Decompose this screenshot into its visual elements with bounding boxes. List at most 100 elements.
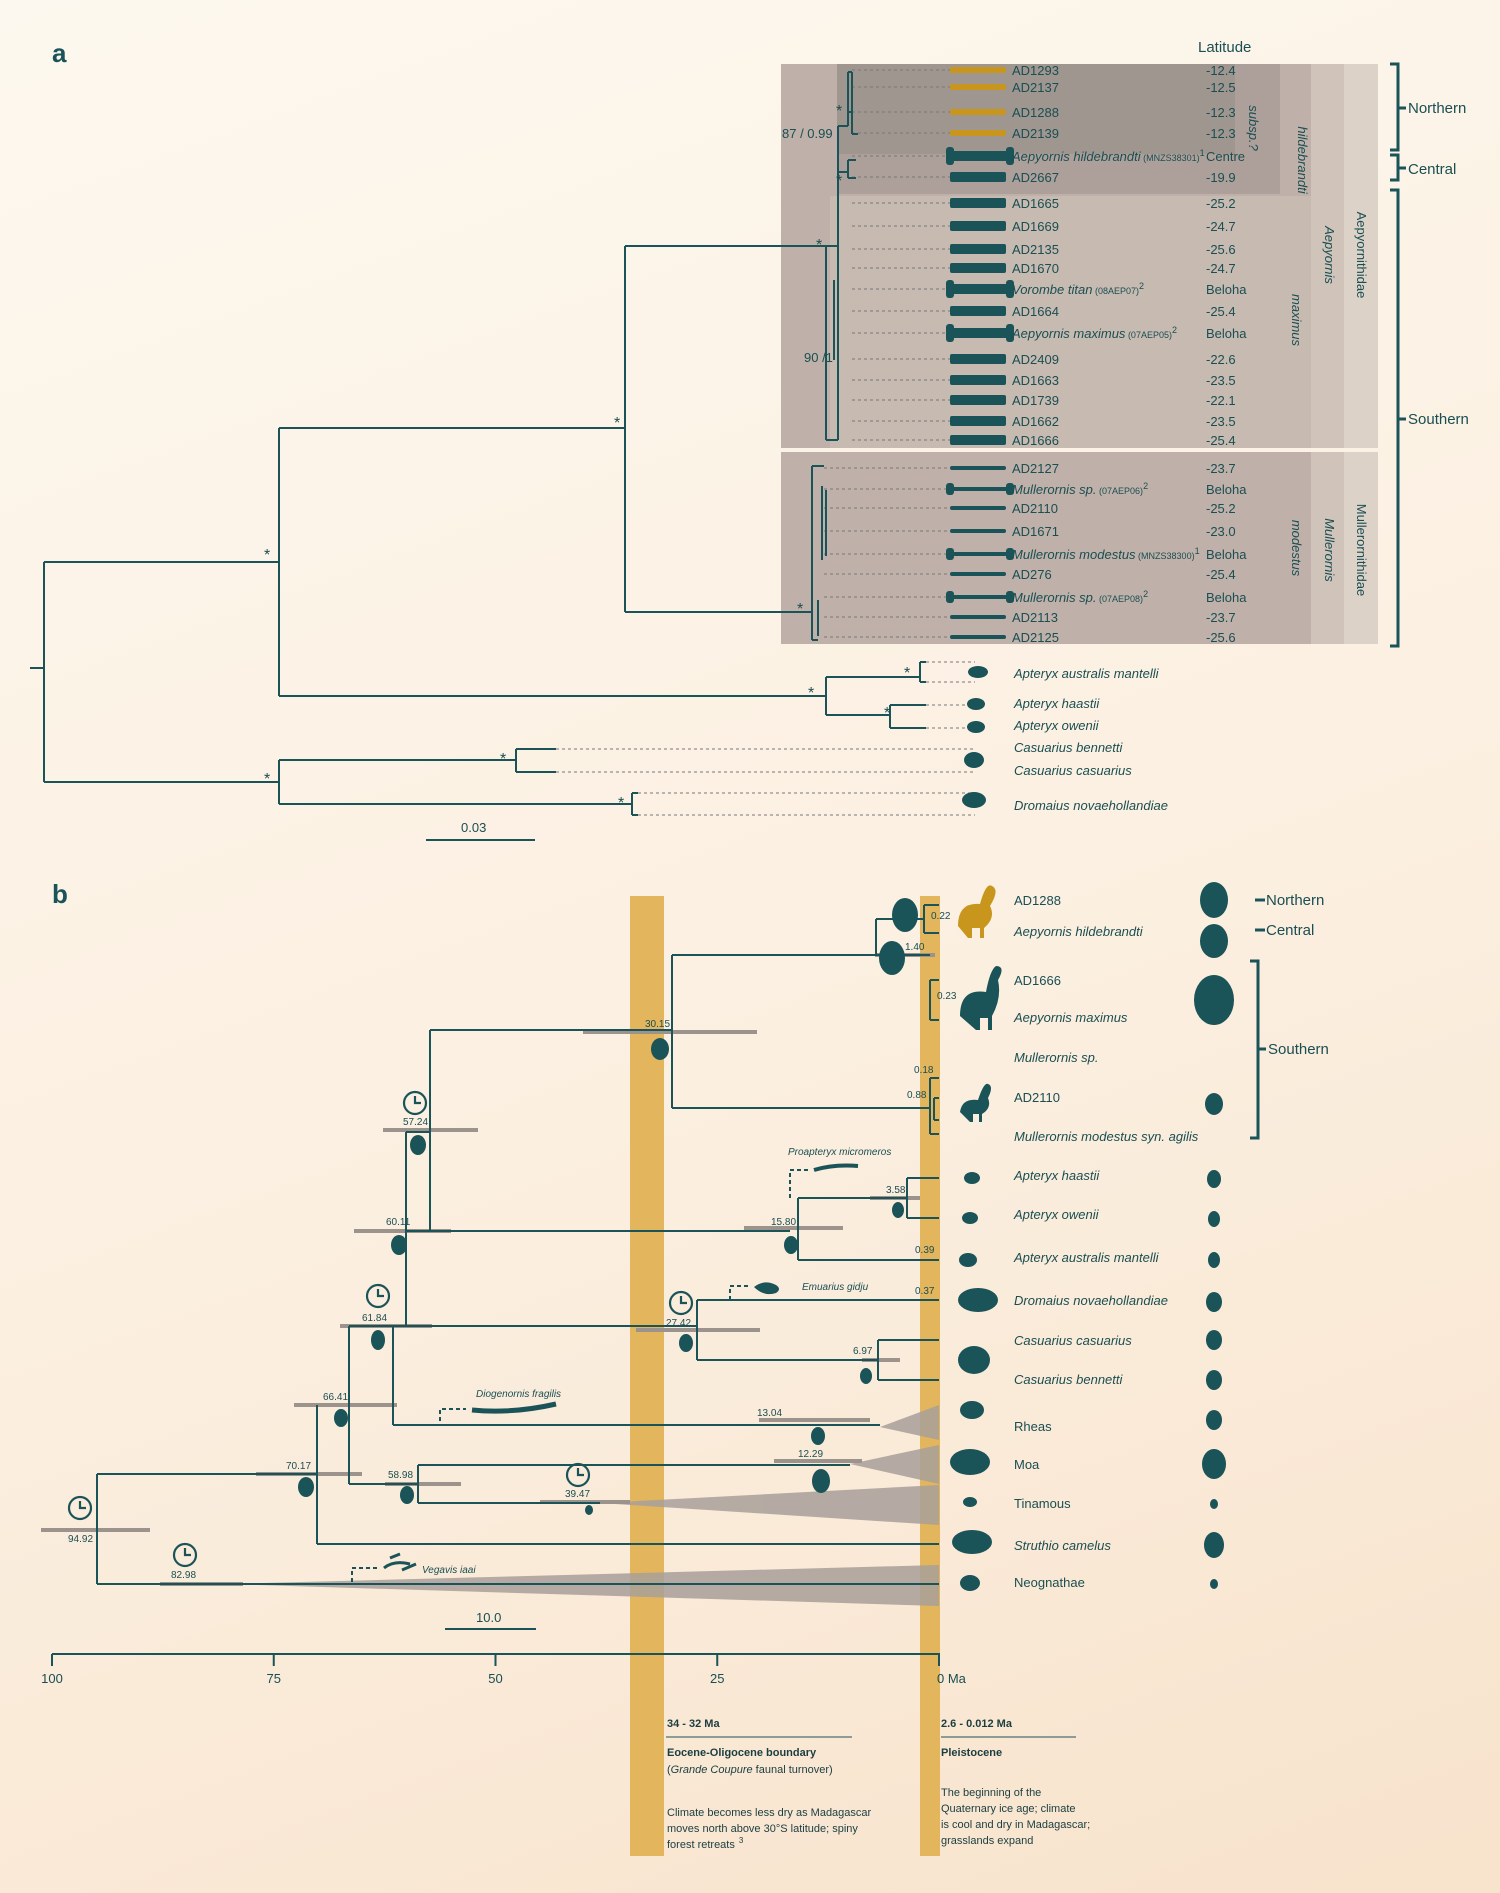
specimen-name: AD1739 [1012,393,1059,408]
specimen-label: AD2137 [1012,80,1059,95]
tree-a-central [847,159,856,179]
specimen-name: Mullerornis modestus [1012,547,1136,562]
outgroup-label: Apteryx australis mantelli [1013,666,1160,681]
bone-glyph [950,615,1006,619]
bone-glyph [950,506,1006,510]
specimen-label: Aepyornis maximus (07AEP05)2 [1011,325,1177,341]
event-subtitle-rest: faunal turnover) [753,1764,833,1776]
mullerornithidae-label: Mullerornithidae [1354,504,1369,597]
specimen-code: (07AEP08) [1097,594,1144,604]
support-star: * [797,601,803,618]
pleistocene-band [920,896,940,1856]
support-star: * [808,685,814,702]
latitude-value: -12.4 [1206,63,1236,78]
tree-a-mantelli [919,661,926,683]
panel-a-label: a [52,38,67,68]
latitude-value: -23.7 [1206,610,1236,625]
clock-icon [402,1090,428,1116]
support-star: * [500,751,506,768]
subsp-label: subsp.? [1246,105,1261,151]
bone-end [1006,280,1014,298]
latitude-value: -22.6 [1206,352,1236,367]
taxon-label: Apteryx australis mantelli [1013,1250,1160,1265]
region-brackets-a: Northern Central Southern [1390,62,1469,648]
bone-glyph [950,130,1006,136]
node-age: 0.18 [914,1065,934,1076]
tree-a-casuarius [515,748,556,773]
node-age: 39.47 [565,1489,590,1500]
outgroup-label: Casuarius bennetti [1014,740,1124,755]
specimen-code: (08AEP07) [1092,286,1139,296]
outgroup-label: Dromaius novaehollandiae [1014,798,1168,813]
specimen-name: Aepyornis maximus [1011,326,1126,341]
ostrich-silhouette [952,1530,992,1554]
aepyornis-label: Aepyornis [1322,225,1337,284]
specimen-label: AD2667 [1012,170,1059,185]
kiwi-silhouette [959,1253,977,1267]
specimen-name: AD2135 [1012,242,1059,257]
region-central-a: Central [1408,161,1456,178]
specimen-code: (07AEP05) [1125,330,1172,340]
latitude-value: -12.3 [1206,126,1236,141]
taxon-label: Neognathae [1014,1575,1085,1590]
event-subtitle-italic: Grande Coupure [671,1764,753,1776]
region-southern-b: Southern [1268,1041,1329,1058]
latitude-value: -23.0 [1206,524,1236,539]
specimen-name: AD1671 [1012,524,1059,539]
axis-tick-label: 25 [710,1671,724,1686]
fossil-label: Proapteryx micromeros [788,1147,891,1158]
bone-glyph [950,221,1006,231]
support-maximus: 90 /1 [804,350,833,365]
bone-glyph [950,263,1006,273]
latitude-value: Beloha [1206,547,1247,562]
tree-a-maximus [833,206,839,440]
region-northern-a: Northern [1408,100,1466,117]
specimen-label: AD2135 [1012,242,1059,257]
latitude-value: -12.3 [1206,105,1236,120]
tree-a-root [43,561,279,783]
tree-a-kiwi [825,676,920,716]
tree-b-66 [348,1325,418,1485]
bone-glyph [950,572,1006,576]
support-star: * [836,173,842,190]
bone-glyph [950,172,1006,182]
tinamou-silhouette [963,1497,977,1507]
maximus-box [830,196,1311,448]
taxon-silhouettes [950,885,1002,1591]
specimen-name: Mullerornis sp. [1012,482,1097,497]
bone-glyph [950,198,1006,208]
tree-b-struthio [316,1405,939,1545]
bone-end [1006,548,1014,560]
tree-b-3.58 [906,1177,939,1219]
outgroup-label: Casuarius casuarius [1014,763,1132,778]
bone-glyph [950,416,1006,426]
specimen-name: AD1666 [1012,433,1059,448]
bone-glyph [950,109,1006,115]
bone-glyph [950,306,1006,316]
support-star: * [836,103,842,120]
support-star: * [904,665,910,682]
specimen-rows: AD1293-12.4AD2137-12.5AD1288-12.3AD2139-… [824,63,1247,645]
neognathae-triangle [225,1565,939,1606]
support-star: * [884,705,890,722]
specimen-name: AD2113 [1012,610,1058,625]
tree-b-0.23 [929,979,939,1021]
specimen-label: AD1666 [1012,433,1059,448]
bone-end [946,483,954,495]
specimen-name: AD2409 [1012,352,1059,367]
axis-tick-label: 0 Ma [937,1671,967,1686]
taxon-label: AD1288 [1014,893,1061,908]
specimen-label: AD2139 [1012,126,1059,141]
node-age: 1.40 [905,942,925,953]
tree-b-mullerornis [929,1077,939,1135]
specimen-label: AD1665 [1012,196,1059,211]
tree-b-0.22 [923,904,939,934]
specimen-code: (07AEP06) [1097,486,1144,496]
clock-icons [67,1090,694,1568]
specimen-label: AD1739 [1012,393,1059,408]
bone-end [946,147,954,165]
bone-end [1006,483,1014,495]
